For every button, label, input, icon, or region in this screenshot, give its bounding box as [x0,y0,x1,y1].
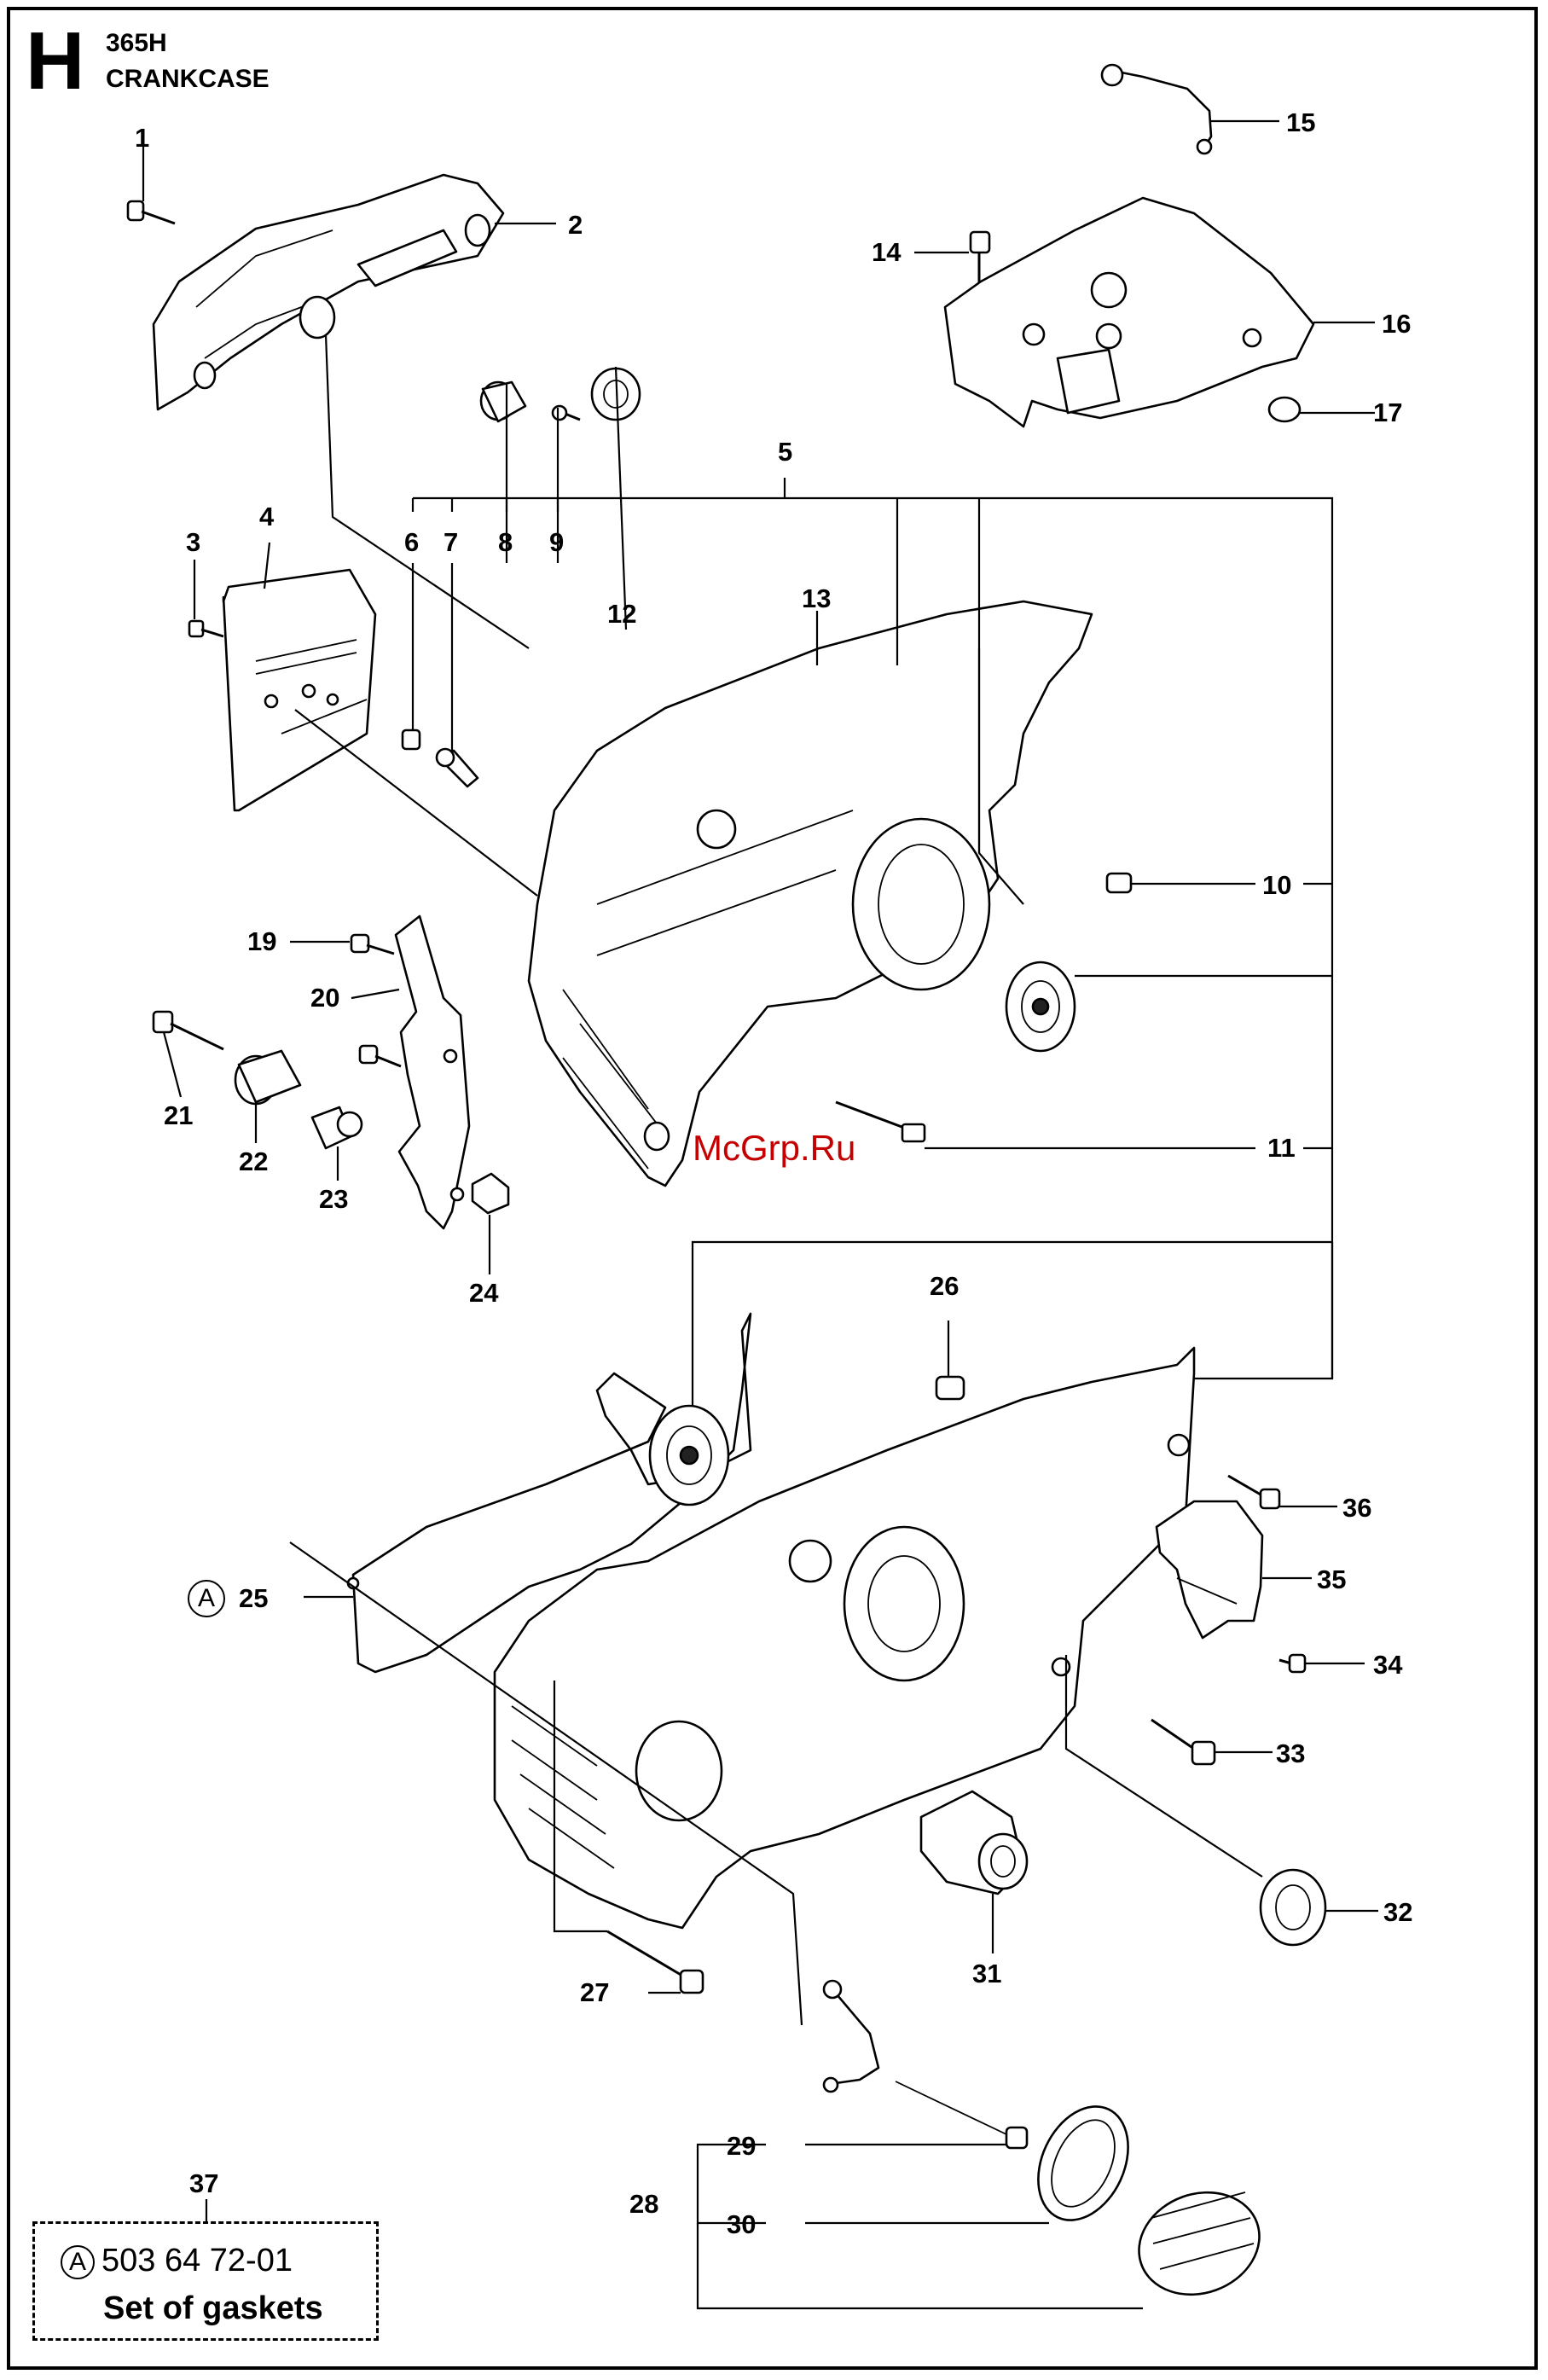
lower-crankcase [495,1348,1194,1928]
callout-20: 20 [310,983,339,1013]
part-drawing-2 [154,175,503,409]
callout-6: 6 [404,527,419,557]
callout-11: 11 [1267,1133,1296,1163]
callout-34: 34 [1373,1650,1403,1680]
part-drawing-30 [1021,2092,1145,2234]
part-drawing-26 [936,1377,964,1399]
watermark: McGrp.Ru [693,1128,855,1169]
fuel-cap [1125,2176,1274,2311]
callout-24: 24 [469,1278,499,1308]
callout-15: 15 [1286,107,1315,137]
callout-21: 21 [164,1100,193,1130]
kit-part-number: 503 64 72-01 [101,2243,293,2278]
part-drawing-4 [223,570,375,810]
callout-16: 16 [1382,309,1411,339]
part-drawing-1 [128,201,175,223]
part-drawing-20 [396,916,469,1228]
part-drawing-24 [473,1174,508,1213]
part-drawing-14 [971,232,989,283]
callout-33: 33 [1276,1739,1305,1768]
callout-9: 9 [549,527,564,557]
callout-3: 3 [186,527,200,557]
part-drawing-16 [945,198,1313,427]
part-drawing-34 [1279,1655,1305,1672]
kit-marker-badge: A [61,2245,95,2279]
part-drawing-29 [824,1981,1027,2148]
part-drawing-7 [437,749,478,787]
callout-31: 31 [972,1959,1001,1988]
leader-lines [143,121,1378,2308]
callout-10: 10 [1262,870,1291,900]
part-drawing-19 [351,935,394,954]
part-drawing-27 [607,1931,703,1993]
callout-17: 17 [1373,398,1402,427]
callout-36: 36 [1342,1493,1371,1523]
callout-35: 35 [1317,1564,1346,1594]
callout-1: 1 [135,123,149,153]
callout-13: 13 [802,583,831,613]
upper-bearing [1006,962,1075,1051]
callout-30: 30 [727,2209,756,2239]
part-drawing-6 [403,730,420,749]
callout-23: 23 [319,1184,348,1214]
part-drawing-31 [921,1791,1027,1894]
callout-labels: 1 2 3 4 5 6 7 8 9 10 11 12 13 14 15 16 1… [135,107,1412,2239]
kit-name: Set of gaskets [103,2290,323,2327]
part-drawing-8 [481,382,525,421]
part-drawing-15 [1102,65,1211,154]
callout-8: 8 [498,527,513,557]
callout-12: 12 [607,599,636,629]
part-drawing-9 [553,406,580,420]
callout-37: 37 [189,2168,218,2198]
part-drawing-23 [312,1107,362,1148]
callout-7: 7 [444,527,458,557]
lower-bearing [650,1406,728,1505]
part-drawing-3 [189,621,223,636]
part-drawing-10 [1107,874,1131,892]
gasket-marker-badge: A [188,1580,225,1617]
part-drawing-5 [529,601,1092,1186]
callout-5: 5 [778,437,792,467]
callout-19: 19 [247,926,276,956]
part-drawing-35 [1157,1501,1262,1638]
part-drawing-21 [154,1012,223,1049]
callout-2: 2 [568,210,583,240]
part-drawing-32 [1261,1870,1325,1945]
part-drawing-17 [1269,398,1300,421]
callout-25: 25 [239,1583,268,1613]
part-drawing-33 [1151,1720,1215,1764]
callout-26: 26 [930,1271,959,1301]
part-drawing-22 [235,1051,300,1104]
av-screw [360,1046,401,1066]
callout-14: 14 [872,237,902,267]
callout-28: 28 [629,2189,658,2219]
callout-32: 32 [1383,1897,1412,1927]
callout-27: 27 [580,1977,609,2007]
callout-22: 22 [239,1146,268,1176]
callout-4: 4 [259,502,275,531]
callout-29: 29 [727,2131,756,2161]
